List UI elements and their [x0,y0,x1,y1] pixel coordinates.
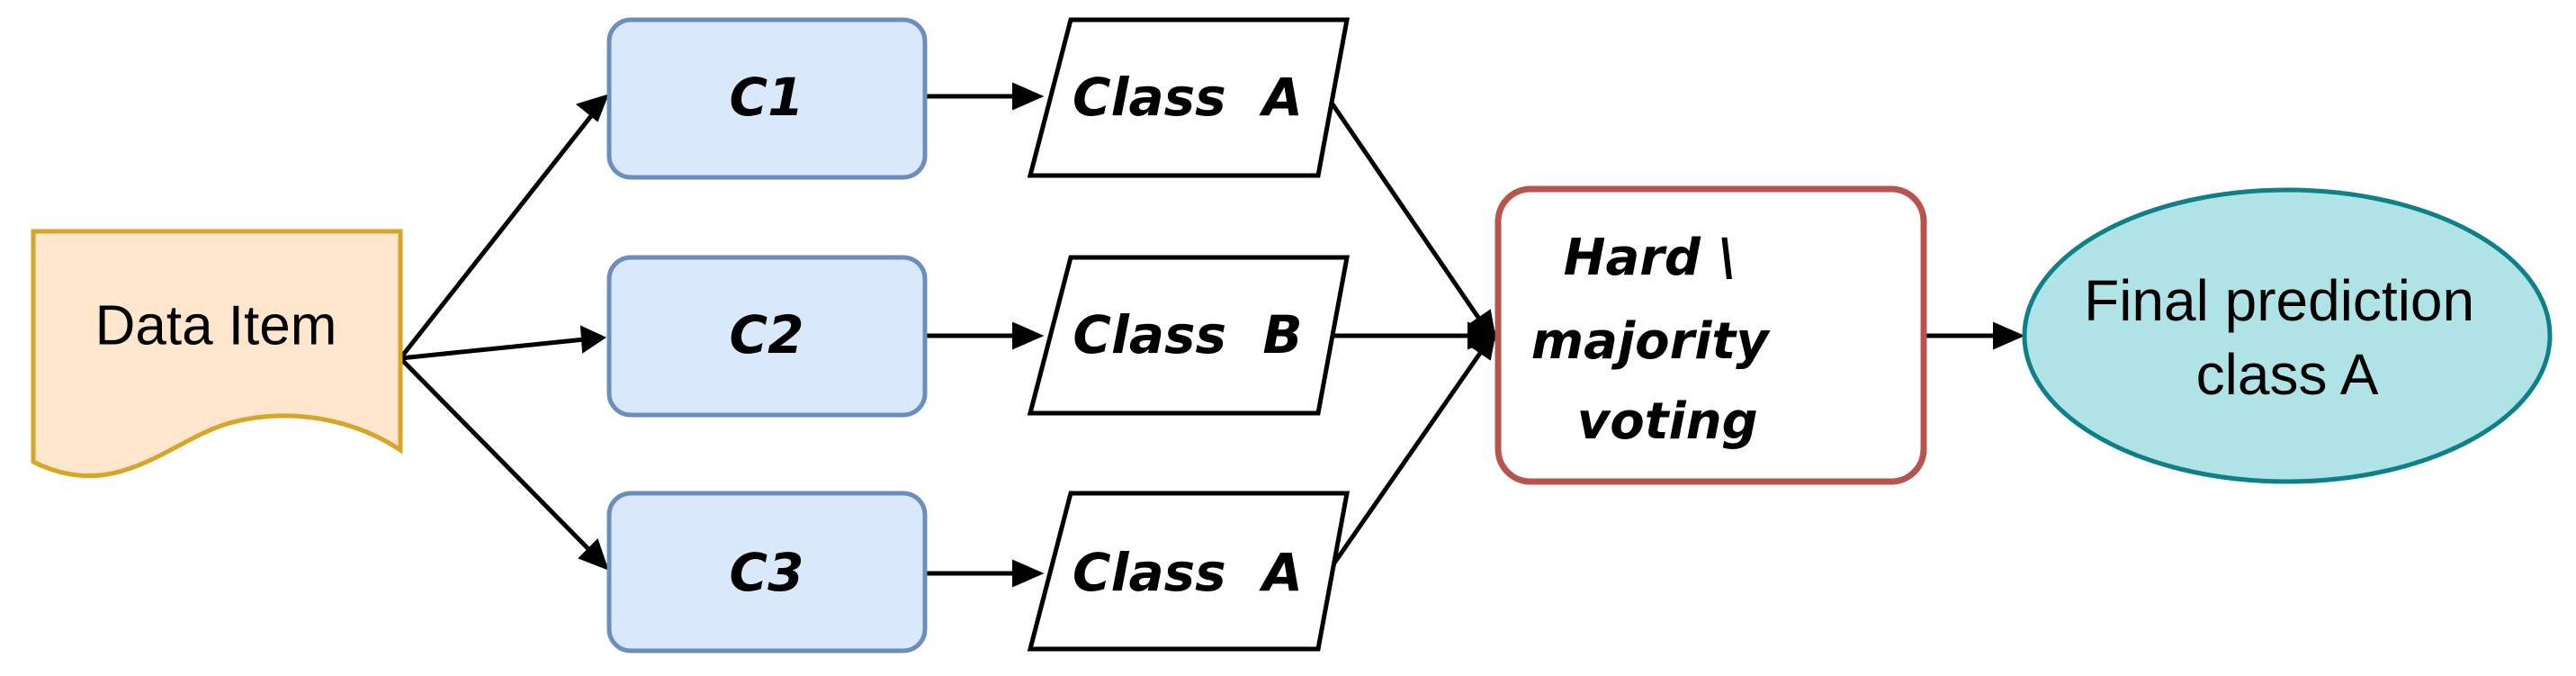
classifier-c1: C1 [606,17,928,180]
classifier-c1-label: C1 [730,67,804,128]
edge-prediction1-to-voting [1324,95,1497,343]
result-ellipse [2022,187,2553,484]
edges [399,82,2025,588]
result-label: Final prediction class A [2084,268,2491,407]
prediction-2-label: Class B [1073,304,1302,365]
edge-data-to-c2 [399,325,607,361]
prediction-2: Class B [1027,255,1351,416]
edge-data-to-c3 [399,356,609,571]
classifier-c3-label: C3 [730,542,804,603]
classifier-c3: C3 [606,491,928,653]
voting-label-line-3: voting [1577,392,1758,451]
voting-label-line-1: Hard \ [1564,229,1737,287]
classifier-c2: C2 [606,255,928,418]
edge-voting-to-result [1924,321,2025,350]
prediction-3-shape [1027,491,1351,652]
prediction-1-shape [1027,17,1351,178]
edge-prediction3-to-voting [1324,329,1497,575]
classifier-c2-label: C2 [730,304,804,365]
classifier-c2-box [606,255,928,418]
prediction-1-label: Class A [1073,67,1303,128]
classifier-c3-box [606,491,928,653]
data-item-label: Data Item [95,294,337,356]
edge-data-to-c1 [399,94,609,360]
prediction-1: Class A [1027,17,1351,178]
data-item-shape [31,229,403,479]
result-node: Final prediction class A [2022,187,2553,484]
edge-c3-to-prediction3 [925,559,1045,588]
edge-c1-to-prediction1 [925,82,1045,111]
result-label-line-1: Final prediction [2084,268,2474,333]
classifier-c1-box [606,17,928,180]
result-label-line-2: class A [2196,342,2379,407]
prediction-3: Class A [1027,491,1351,652]
edge-c2-to-prediction2 [925,321,1045,350]
voting-node: Hard \ majority voting [0,0,1927,485]
voting-label: Hard \ majority voting [0,0,1891,451]
voting-label-line-2: majority [1531,312,1771,371]
data-item-node: Data Item [31,229,403,479]
prediction-3-label: Class A [1073,542,1303,603]
prediction-2-shape [1027,255,1351,416]
voting-box [1494,185,1927,485]
